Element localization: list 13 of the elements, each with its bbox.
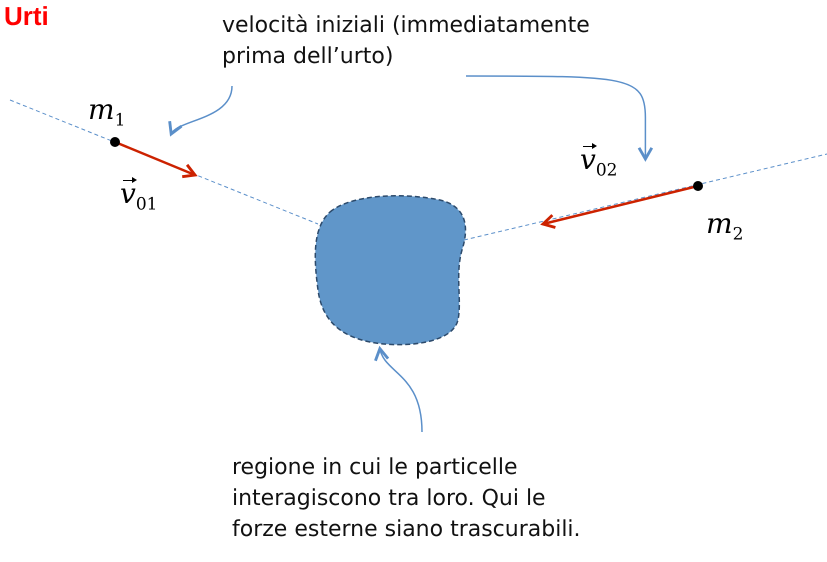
leader-arrow <box>376 347 423 432</box>
mass-label: m$_{1}$ <box>88 94 126 133</box>
velocity-label: v$_{01}$ <box>120 178 158 217</box>
leader-arrow <box>170 86 233 136</box>
title: Urti <box>4 0 49 32</box>
interaction-region <box>314 195 466 346</box>
leader-arrow <box>466 75 654 160</box>
velocity-vector <box>542 181 703 229</box>
annotation-text: regione in cui le particelle interagiscono tra loro. Qui le forze esterne siano trascurabili. <box>232 452 602 545</box>
mass-label: m$_{2}$ <box>706 208 744 247</box>
velocity-label: v$_{02}$ <box>580 144 618 183</box>
annotation-text: velocità iniziali (immediatamente prima dell’urto) <box>222 10 642 72</box>
velocity-vector <box>110 137 196 178</box>
